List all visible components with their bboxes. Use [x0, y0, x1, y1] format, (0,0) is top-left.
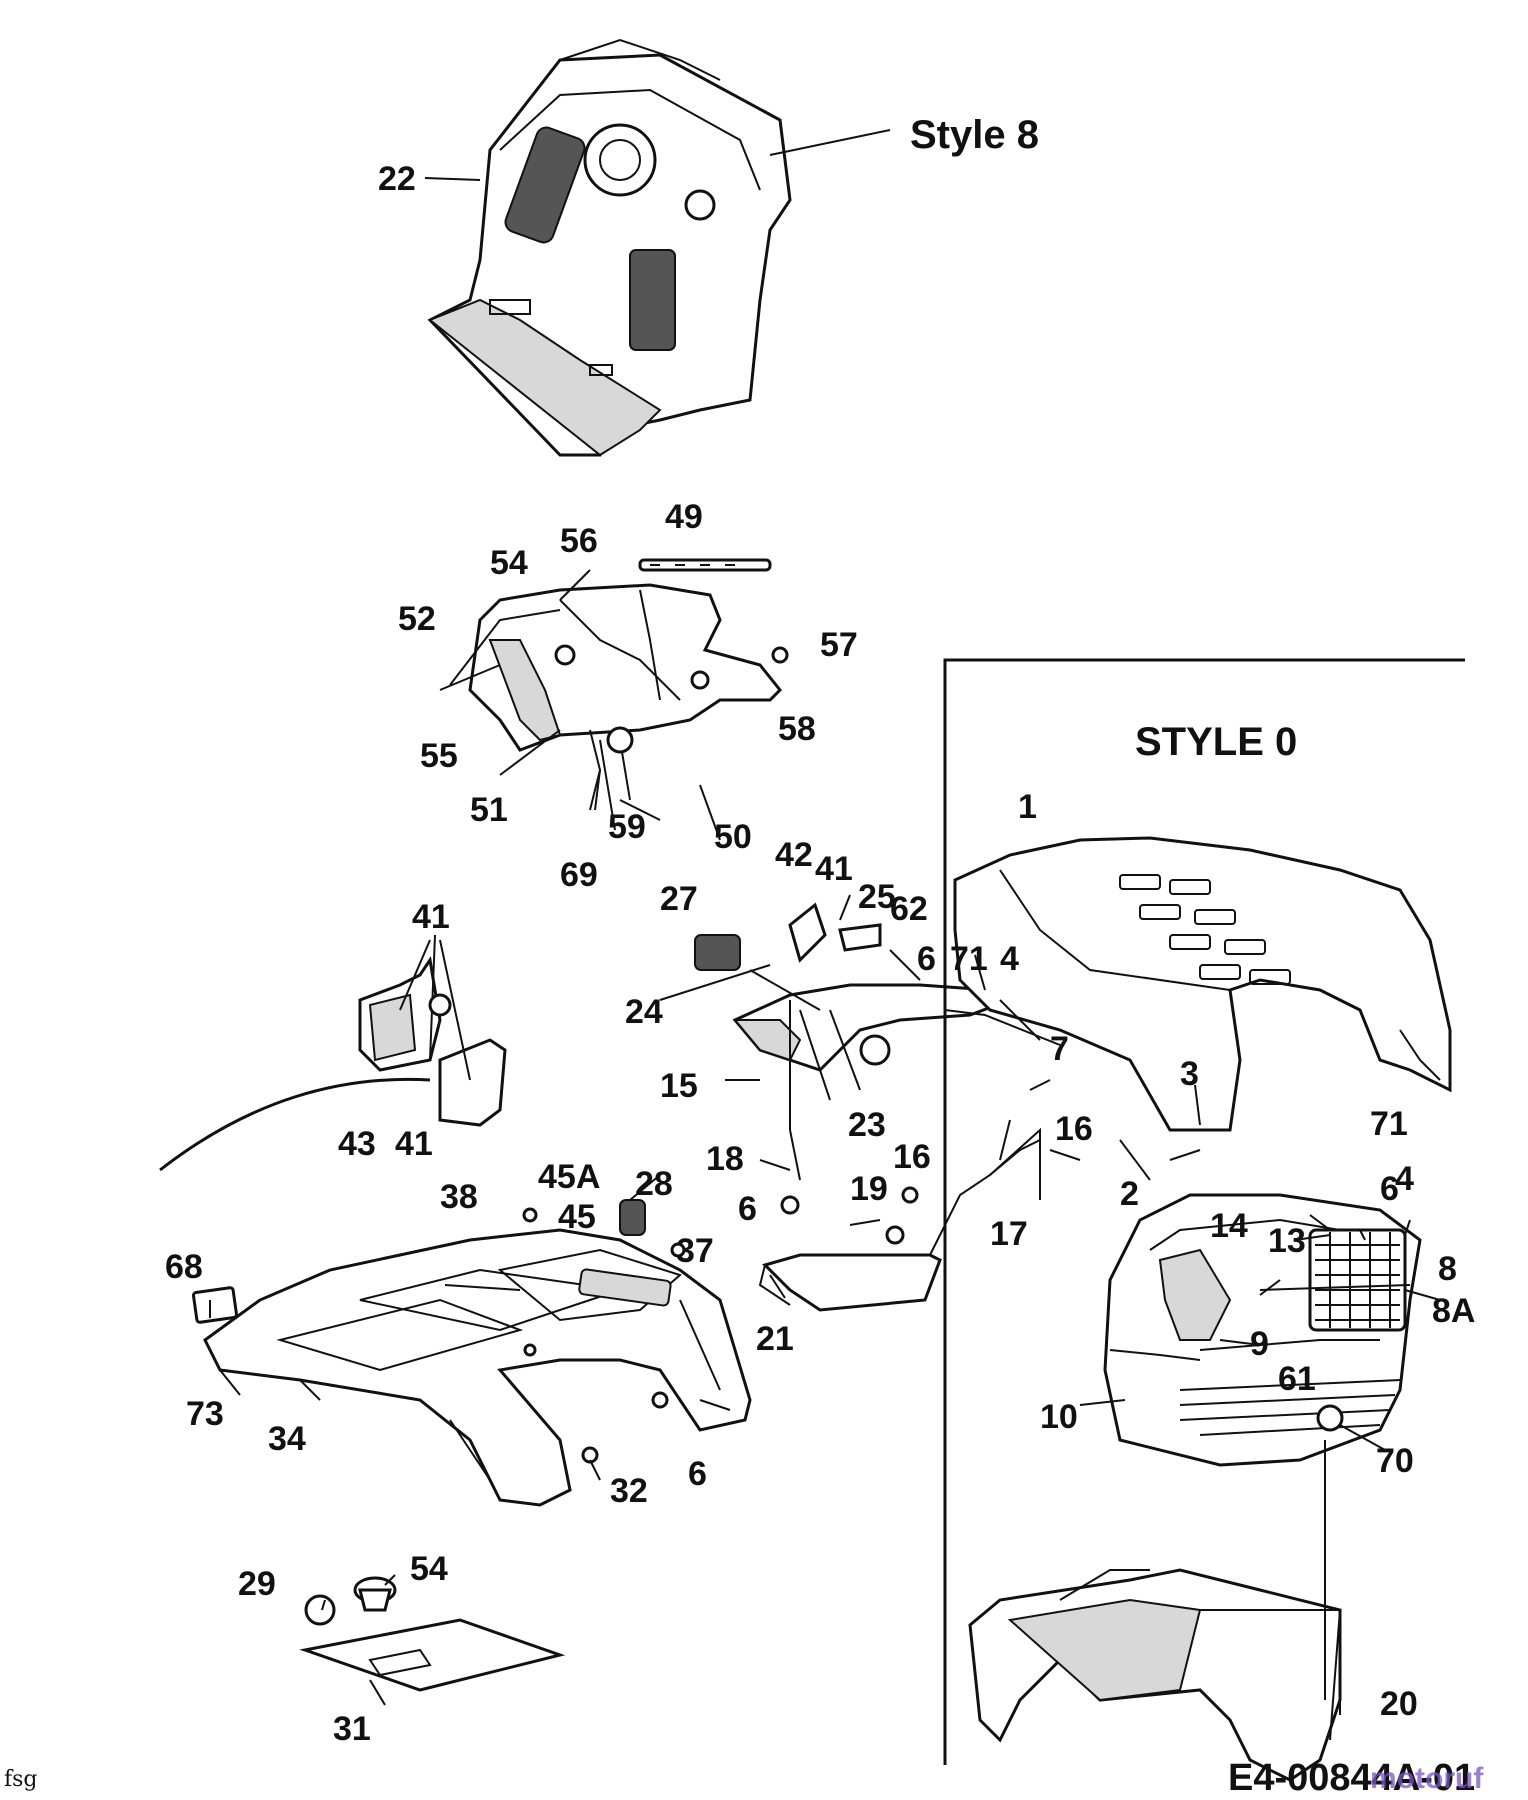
callout-label: 8: [1438, 1250, 1457, 1288]
part-34-rear-fender: [191, 1199, 752, 1507]
callout-label: 23: [848, 1106, 886, 1144]
callout-label: 1: [1018, 788, 1037, 826]
part-23-pedal-mechanism: [694, 902, 1014, 1101]
callout-label: 32: [610, 1472, 648, 1510]
callout-label: 16: [893, 1138, 931, 1176]
title-style-8: Style 8: [910, 113, 1039, 157]
callout-label: 15: [660, 1067, 698, 1105]
callout-label: 54: [490, 544, 528, 582]
callout-label: 41: [815, 850, 853, 888]
callout-label: 41: [395, 1125, 433, 1163]
callout-label: 45A: [538, 1158, 600, 1196]
watermark-text: motoruf: [1370, 1762, 1484, 1795]
callout-label: 6: [738, 1190, 757, 1228]
callout-label: 59: [608, 808, 646, 846]
callout-label: 71: [950, 940, 988, 978]
callout-label: 54: [410, 1550, 448, 1588]
style0-divider: [943, 658, 1465, 1765]
callout-label: 68: [165, 1248, 203, 1286]
callout-label: 25: [858, 878, 896, 916]
callout-label: 52: [398, 600, 436, 638]
callout-label: 34: [268, 1420, 306, 1458]
callout-label: 37: [676, 1232, 714, 1270]
callout-label: 3: [1180, 1055, 1199, 1093]
callout-label: 19: [850, 1170, 888, 1208]
callout-label: 28: [635, 1165, 673, 1203]
callout-label: 29: [238, 1565, 276, 1603]
callout-label: 10: [1040, 1398, 1078, 1436]
diagram-code: E4-00844A-01: [1228, 1757, 1475, 1799]
callout-label: 31: [333, 1710, 371, 1748]
part-10-grille-housing: [1103, 1193, 1422, 1467]
callout-label: 38: [440, 1178, 478, 1216]
callout-label: 42: [775, 836, 813, 874]
part-seat-bracket-assembly: [468, 558, 789, 831]
callout-label: 4: [1000, 940, 1019, 978]
callout-label: 20: [1380, 1685, 1418, 1723]
callout-label: 45: [558, 1198, 596, 1236]
part-22-dash-console: [427, 38, 792, 457]
callout-label: 50: [714, 818, 752, 856]
callout-label: 73: [186, 1395, 224, 1433]
callout-label: 58: [778, 710, 816, 748]
footer-left-text: fsg: [4, 1767, 38, 1792]
part-20-frame: [968, 1440, 1342, 1782]
callout-label: 6: [917, 940, 936, 978]
callout-label: 62: [890, 890, 928, 928]
callout-label: 49: [665, 498, 703, 536]
callout-label: 8A: [1432, 1292, 1475, 1330]
callout-label: 43: [338, 1125, 376, 1163]
callout-label: 57: [820, 626, 858, 664]
callout-label: 22: [378, 160, 416, 198]
part-31-plate: [299, 1576, 566, 1692]
callout-label: 27: [660, 880, 698, 918]
callout-label: 14: [1210, 1207, 1248, 1245]
callout-label: 69: [560, 856, 598, 894]
callout-label: 41: [412, 898, 450, 936]
title-style-0: STYLE 0: [1135, 720, 1297, 764]
part-1-hood: [953, 836, 1452, 1132]
callout-label: 17: [990, 1215, 1028, 1253]
callout-label: 4: [1395, 1160, 1414, 1198]
callout-label: 9: [1250, 1325, 1269, 1363]
part-21-floor-bracket: [740, 1000, 1041, 1312]
callout-label: 18: [706, 1140, 744, 1178]
part-41-pedal-bracket: [159, 934, 507, 1172]
callout-label: 56: [560, 522, 598, 560]
callout-label: 71: [1370, 1105, 1408, 1143]
callout-label: 70: [1376, 1442, 1414, 1480]
callout-label: 21: [756, 1320, 794, 1358]
callout-label: 6: [1380, 1170, 1399, 1208]
callout-label: 16: [1055, 1110, 1093, 1148]
callout-label: 6: [688, 1455, 707, 1493]
callout-label: 51: [470, 791, 508, 829]
callout-label: 24: [625, 993, 663, 1031]
callout-label: 13: [1268, 1222, 1306, 1260]
callout-label: 61: [1278, 1360, 1316, 1398]
leader-lines: [209, 129, 1441, 1715]
callout-label: 2: [1120, 1175, 1139, 1213]
callout-label: 55: [420, 737, 458, 775]
callout-label: 7: [1050, 1030, 1069, 1068]
